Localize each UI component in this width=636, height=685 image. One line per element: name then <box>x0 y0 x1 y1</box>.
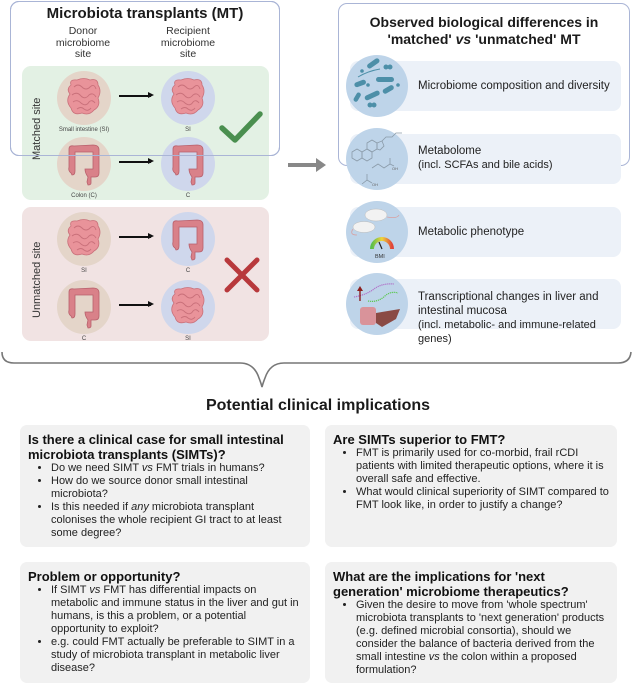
title-matched: 'matched' <box>387 31 456 47</box>
title-line-2: 'matched' vs 'unmatched' MT <box>338 31 630 48</box>
card-bullet-list: Given the desire to move from 'whole spe… <box>356 599 609 677</box>
recipient-caption: C <box>185 268 191 274</box>
observation-label: Metabolome <box>418 145 482 157</box>
curly-brace-icon <box>1 351 632 388</box>
card-bullet: How do we source donor small intestinal … <box>51 475 302 501</box>
title-vs: vs <box>455 31 472 47</box>
observation-sublabel: (incl. SCFAs and bile acids) <box>418 159 553 171</box>
recipient-colon-icon <box>161 212 215 266</box>
donor-caption: C <box>81 336 87 342</box>
implication-card: What are the implications for 'next gene… <box>325 562 617 683</box>
panel-title: Microbiota transplants (MT) <box>46 5 244 22</box>
implications-title: Potential clinical implications <box>205 397 431 414</box>
observation-text: Transcriptional changes in liver and int… <box>418 290 623 346</box>
card-bullet-list: FMT is primarily used for co-morbid, fra… <box>356 447 609 512</box>
card-heading: Problem or opportunity? <box>28 569 181 584</box>
gene-expression-liver-icon <box>346 273 408 335</box>
implication-card: Are SIMTs superior to FMT?FMT is primari… <box>325 425 617 547</box>
donor-small-intestine-icon <box>57 71 111 125</box>
recipient-caption: C <box>185 193 191 199</box>
card-bullet: If SIMT vs FMT has differential impacts … <box>51 584 302 636</box>
title-line-1: Observed biological differences in <box>369 14 599 30</box>
observed-differences-title: Observed biological differences in 'matc… <box>338 14 630 48</box>
observation-label: Metabolic phenotype <box>418 226 525 238</box>
card-bullet: Given the desire to move from 'whole spe… <box>356 599 609 677</box>
observation-text: Microbiome composition and diversity <box>418 79 623 93</box>
transfer-arrow-icon <box>119 233 154 239</box>
transfer-arrow-icon <box>119 301 154 307</box>
svg-text:OH: OH <box>392 166 398 171</box>
transfer-arrow-icon <box>119 158 154 164</box>
transfer-arrow-icon <box>119 92 154 98</box>
header-line: microbiome <box>55 36 111 49</box>
header-line: Donor <box>68 25 98 37</box>
observation-label: Microbiome composition and diversity <box>418 80 610 92</box>
donor-caption: SI <box>81 268 87 274</box>
donor-colon-icon <box>57 280 111 334</box>
card-bullet-list: If SIMT vs FMT has differential impacts … <box>51 584 302 675</box>
header-line: Recipient <box>166 25 210 37</box>
recipient-column-header: Recipient microbiome site <box>143 25 233 61</box>
recipient-colon-icon <box>161 137 215 191</box>
recipient-small-intestine-icon <box>161 280 215 334</box>
mice-bmi-icon: BMI <box>346 201 408 263</box>
card-bullet: Do we need SIMT vs FMT trials in humans? <box>51 462 302 475</box>
emphasis: vs <box>428 651 440 663</box>
card-bullet-list: Do we need SIMT vs FMT trials in humans?… <box>51 462 302 540</box>
svg-text:BMI: BMI <box>375 254 385 260</box>
observation-text: Metabolome (incl. SCFAs and bile acids) <box>418 144 623 172</box>
title-unmatched: 'unmatched' MT <box>471 31 581 47</box>
svg-text:OH: OH <box>372 182 378 187</box>
implication-card: Problem or opportunity?If SIMT vs FMT ha… <box>20 562 310 683</box>
header-line: site <box>74 48 92 60</box>
emphasis: vs <box>141 462 153 474</box>
recipient-small-intestine-icon <box>161 71 215 125</box>
frame <box>10 1 280 156</box>
arrow-to-observations-icon <box>288 158 326 172</box>
donor-colon-icon <box>57 137 111 191</box>
emphasis: any <box>131 501 149 513</box>
observation-text: Metabolic phenotype <box>418 225 623 239</box>
check-icon <box>219 111 263 143</box>
donor-small-intestine-icon <box>57 212 111 266</box>
donor-caption: Small intestine (SI) <box>58 127 110 133</box>
recipient-caption: SI <box>185 127 191 133</box>
bacteria-icon <box>346 55 408 117</box>
card-heading: What are the implications for 'next gene… <box>333 569 569 599</box>
card-heading: Is there a clinical case for small intes… <box>28 432 284 462</box>
header-line: microbiome <box>160 36 216 49</box>
card-bullet: FMT is primarily used for co-morbid, fra… <box>356 447 609 486</box>
unmatched-site-label: Unmatched site <box>31 241 43 318</box>
cross-icon <box>224 257 260 293</box>
molecule-icon: OH OH <box>346 128 408 190</box>
implication-card: Is there a clinical case for small intes… <box>20 425 310 547</box>
recipient-caption: SI <box>185 336 191 342</box>
observation-label: Transcriptional changes in liver and int… <box>418 291 599 317</box>
header-line: site <box>179 48 197 60</box>
observation-sublabel: (incl. metabolic- and immune-related gen… <box>418 319 596 345</box>
card-bullet: e.g. could FMT actually be preferable to… <box>51 636 302 675</box>
donor-column-header: Donor microbiome site <box>38 25 128 61</box>
donor-caption: Colon (C) <box>71 193 97 199</box>
card-bullet: What would clinical superiority of SIMT … <box>356 486 609 512</box>
emphasis: vs <box>89 584 101 596</box>
card-bullet: Is this needed if any microbiota transpl… <box>51 501 302 540</box>
card-heading: Are SIMTs superior to FMT? <box>333 432 506 447</box>
